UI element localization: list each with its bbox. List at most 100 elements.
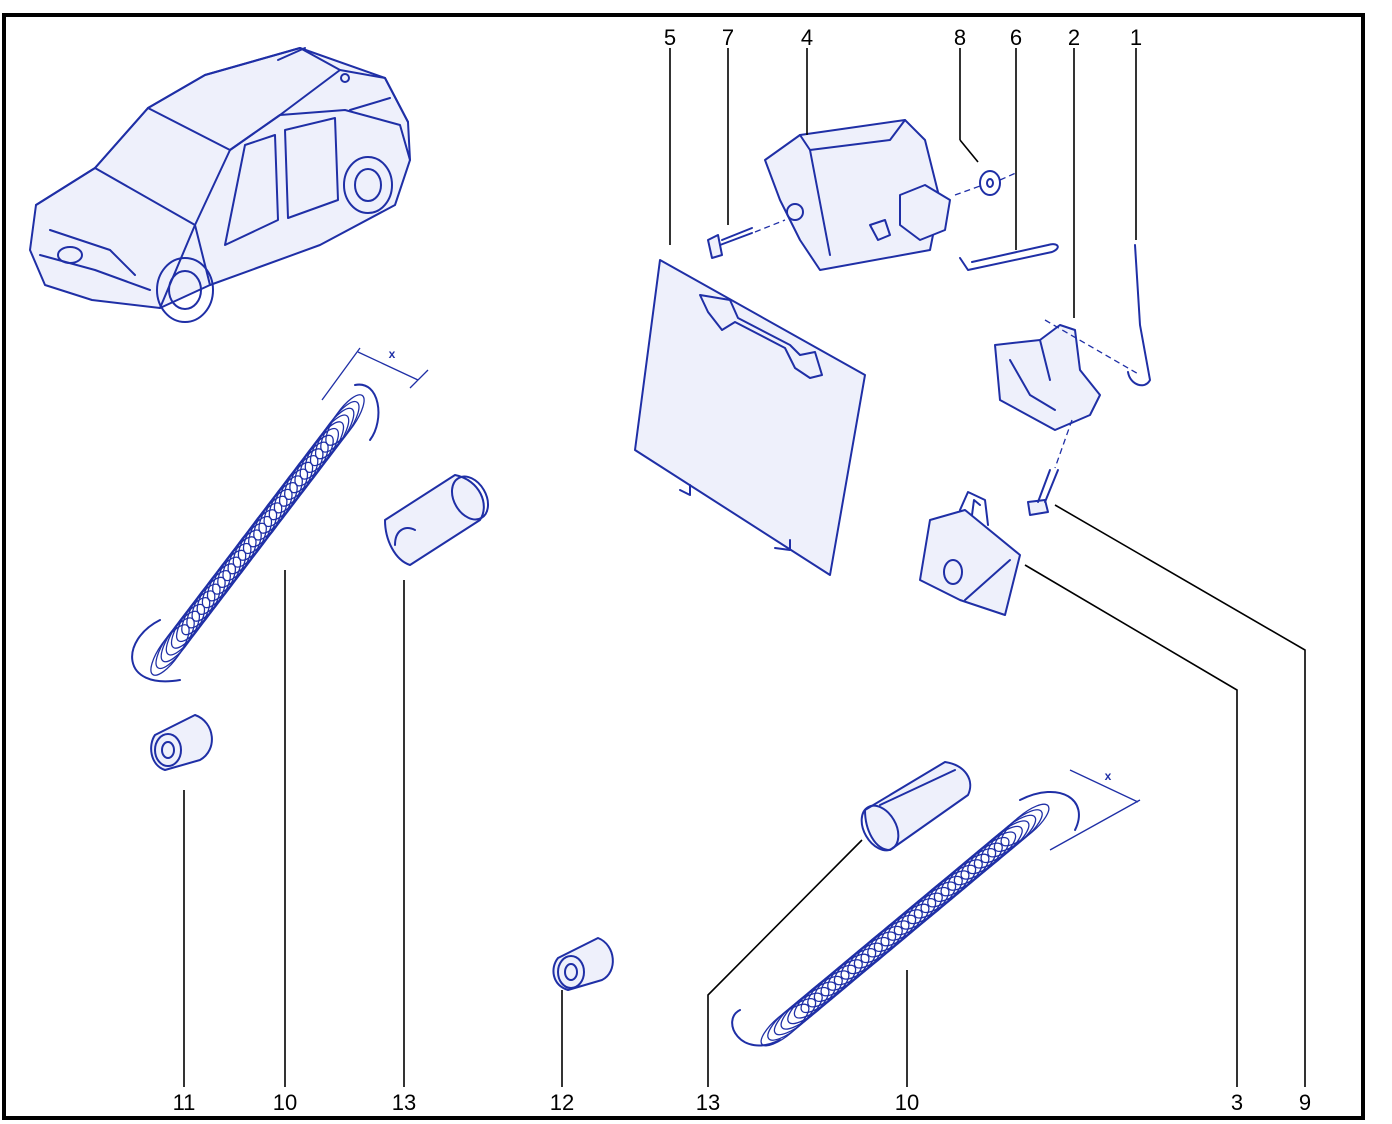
spring-coil-turn xyxy=(787,981,837,1025)
spring-coil-turn xyxy=(847,931,897,975)
callout-8: 8 xyxy=(954,25,966,50)
spring-right: x xyxy=(731,769,1141,1047)
spring-coil-turn xyxy=(263,475,303,528)
spring-coil-turn xyxy=(309,414,350,467)
callout-5: 5 xyxy=(664,25,676,50)
spring-coil-turn xyxy=(840,936,890,980)
leader-lines xyxy=(183,48,1306,1087)
spring-coil-turn xyxy=(993,809,1043,852)
spring-coil-turn xyxy=(967,831,1017,875)
spring-coil-turn xyxy=(827,948,877,991)
spring-coil-turn xyxy=(304,421,345,473)
spring-coil-turn xyxy=(284,448,324,500)
washer-8 xyxy=(954,170,1019,196)
spring-coil-turn xyxy=(258,482,298,534)
housing-module xyxy=(764,119,951,271)
spring-coil-turn xyxy=(191,570,231,622)
spring-coil-turn xyxy=(880,903,930,947)
callouts: 1 2 3 4 5 6 7 8 9 10 10 11 12 13 13 xyxy=(173,25,1312,1115)
spring-coil-turn xyxy=(294,434,334,487)
spring-coil-turn xyxy=(887,898,937,941)
spring-coil-turn xyxy=(253,488,293,541)
spring-coil-turn xyxy=(773,992,823,1036)
bolt-9 xyxy=(1027,469,1059,516)
callout-13-left: 13 xyxy=(392,1090,416,1115)
spring-coil-turn xyxy=(960,836,1010,880)
spring-coil-turn xyxy=(289,441,329,494)
spring-coil-turn xyxy=(196,563,237,615)
callout-10-left: 10 xyxy=(273,1090,297,1115)
spring-coil-turn xyxy=(920,870,970,914)
striker-block xyxy=(919,491,1021,616)
spring-coil-turn xyxy=(232,515,273,568)
spring-coil-turn xyxy=(299,427,340,480)
spring-coil-turn xyxy=(217,536,257,588)
spring-coil-turn xyxy=(900,886,950,930)
spring-coil-turn xyxy=(314,407,355,460)
spring-left: x xyxy=(131,347,429,683)
spring-coil-turn xyxy=(1000,803,1050,847)
callout-3: 3 xyxy=(1231,1090,1243,1115)
callout-13-right: 13 xyxy=(696,1090,720,1115)
spring-coil-turn xyxy=(853,925,903,969)
spring-coil-turn xyxy=(813,959,863,1002)
spring-coil-turn xyxy=(186,576,226,629)
spring-coil-turn xyxy=(947,848,997,891)
dimension-x-label-right: x xyxy=(1105,769,1112,783)
spring-coil-turn xyxy=(973,825,1023,869)
callout-12: 12 xyxy=(550,1090,574,1115)
dimension-x-label-left: x xyxy=(389,347,396,361)
spring-coil-turn xyxy=(760,1003,810,1047)
spring-coil-turn xyxy=(987,814,1037,858)
callout-4: 4 xyxy=(801,25,813,50)
spring-coil-turn xyxy=(320,400,360,453)
spring-coil-turn xyxy=(206,549,247,602)
spring-coil-turn xyxy=(907,881,957,925)
spring-coil-turn xyxy=(170,597,211,649)
callout-6: 6 xyxy=(1010,25,1022,50)
spring-coil-turn xyxy=(953,842,1003,886)
spring-coil-turn xyxy=(268,468,309,521)
spring-coil-turn xyxy=(913,875,963,919)
callout-9: 9 xyxy=(1299,1090,1311,1115)
callout-2: 2 xyxy=(1068,25,1080,50)
callout-11: 11 xyxy=(173,1090,196,1115)
spring-coil-turn xyxy=(767,998,817,1041)
cover-panel xyxy=(634,259,866,576)
spring-coil-turn xyxy=(940,853,990,897)
spring-coil-turn xyxy=(820,953,870,997)
sleeve-upper xyxy=(384,474,490,566)
bush-left xyxy=(150,714,213,771)
bush-middle xyxy=(552,937,614,991)
spring-coil-turn xyxy=(867,914,917,958)
spring-coil-turn xyxy=(893,892,943,936)
spring-coil-turn xyxy=(150,624,190,676)
spring-coil-turn xyxy=(222,529,262,582)
spring-coil-turn xyxy=(227,522,267,575)
spring-coil-turn xyxy=(873,909,923,952)
spring-coil-turn xyxy=(237,509,278,561)
screw-7 xyxy=(707,219,786,259)
spring-coil-turn xyxy=(980,820,1030,864)
spring-coil-turn xyxy=(278,455,319,507)
spring-coil-turn xyxy=(807,964,857,1008)
spring-coil-turn xyxy=(201,556,242,609)
rod-6 xyxy=(959,243,1059,271)
car-illustration xyxy=(29,47,411,323)
spring-coil-turn xyxy=(927,864,977,908)
spring-coil-turn xyxy=(833,942,883,986)
latch-mechanism xyxy=(994,319,1141,469)
callout-10-right: 10 xyxy=(895,1090,919,1115)
callout-1: 1 xyxy=(1130,25,1142,50)
spring-coil-turn xyxy=(160,610,201,663)
spring-coil-turn xyxy=(248,495,288,548)
spring-coil-turn xyxy=(793,975,843,1019)
diagram-frame xyxy=(2,13,1365,1120)
spring-coil-turn xyxy=(165,603,206,656)
spring-coil-turn xyxy=(933,859,983,902)
spring-coil-turn xyxy=(780,986,830,1030)
callout-7: 7 xyxy=(722,25,734,50)
spring-coil-turn xyxy=(273,461,314,514)
spring-coil-turn xyxy=(175,590,216,643)
